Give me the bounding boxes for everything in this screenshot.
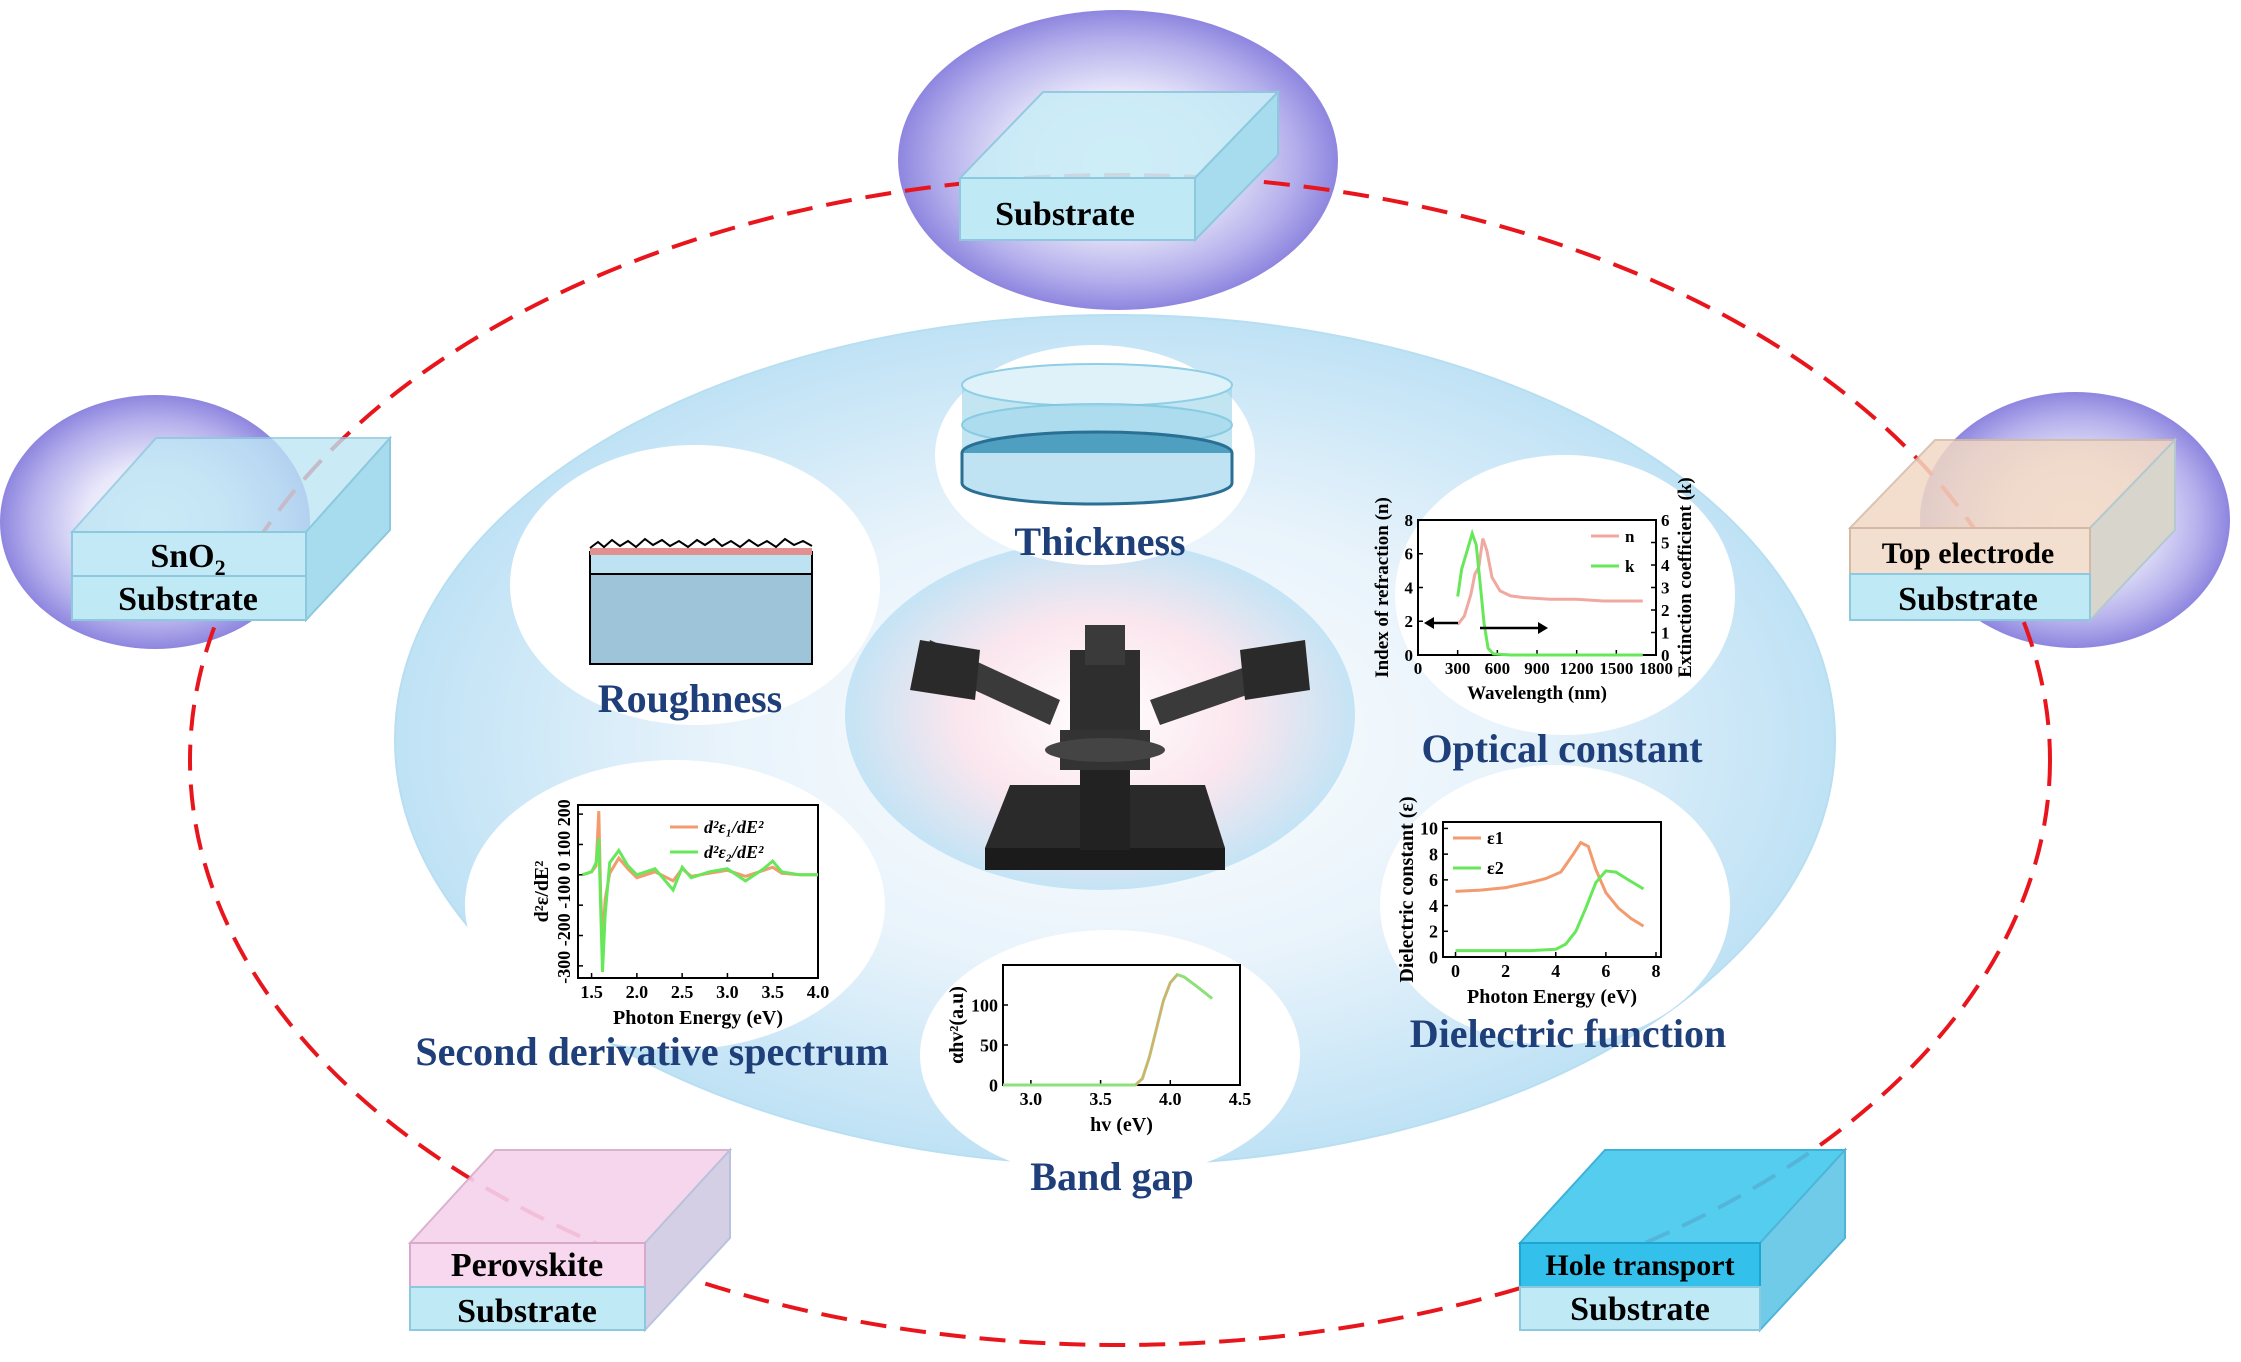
optical-series-line — [1456, 538, 1643, 626]
optical-x-tick-label: 600 — [1485, 659, 1511, 678]
optical-x-tick-label: 1200 — [1560, 659, 1594, 678]
bottom-right-hole-transport-stack: Hole transport Substrate — [1517, 1147, 1848, 1333]
second-derivative-chart: 1.5 2.0 2.5 3.0 3.5 4.0 -300 -200 -100 0 100 2… — [531, 799, 829, 1029]
second-x-tick-label: 4.0 — [807, 982, 830, 1002]
optical-legend-label: n — [1625, 527, 1635, 546]
dielectric-x-tick-label: 6 — [1601, 961, 1610, 981]
optical-x-label: Wavelength (nm) — [1467, 683, 1607, 704]
second-y-label: d²ε/dE² — [531, 861, 553, 923]
optical-y2-tick-label: 4 — [1661, 556, 1670, 575]
optical-y2-tick-label: 6 — [1661, 511, 1670, 530]
second-legend-label: d²ε₁/dE² — [704, 817, 764, 837]
dielectric-x-tick-label: 4 — [1551, 961, 1560, 981]
right-substrate-label: Substrate — [1898, 581, 2038, 618]
optical-y2-label: Extinction coefficient (k) — [1675, 477, 1696, 678]
band-gap-chart: 3.0 3.5 4.0 4.5 0 50 100 hv (eV) αhv²(a.u) — [946, 964, 1252, 1136]
ellipsometer-icon — [910, 625, 1310, 870]
roughness-block-icon — [589, 537, 813, 665]
left-substrate-label: Substrate — [118, 581, 258, 618]
second-x-label: Photon Energy (eV) — [613, 1007, 783, 1029]
bandgap-y-tick-label: 50 — [980, 1035, 998, 1055]
optical-x-tick-label: 1500 — [1599, 659, 1633, 678]
bandgap-y-label: αhv²(a.u) — [946, 986, 968, 1064]
optical-caption: Optical constant — [1421, 726, 1703, 771]
optical-y-tick-label: 0 — [1405, 646, 1414, 665]
second-derivative-caption: Second derivative spectrum — [415, 1029, 888, 1074]
thickness-caption: Thickness — [1014, 519, 1185, 564]
right-top-electrode-stack: Top electrode Substrate — [1847, 437, 2178, 623]
bottom-left-substrate-label: Substrate — [457, 1293, 597, 1330]
optical-right-arrowhead — [1538, 622, 1548, 634]
bandgap-y-tick-label: 0 — [989, 1075, 998, 1095]
bandgap-series-overlay — [1134, 973, 1179, 1086]
second-x-tick-label: 3.0 — [716, 982, 739, 1002]
optical-y-tick-label: 4 — [1405, 578, 1414, 597]
top-substrate-stack: Substrate — [957, 89, 1281, 243]
optical-y2-tick-label: 2 — [1661, 601, 1670, 620]
second-x-tick-label: 2.5 — [671, 982, 694, 1002]
optical-y-tick-label: 6 — [1405, 545, 1414, 564]
dielectric-y-tick-label: 4 — [1429, 896, 1438, 916]
bandgap-x-tick-label: 3.0 — [1020, 1089, 1043, 1109]
optical-x-tick-label: 0 — [1414, 659, 1423, 678]
dielectric-legend-label: ε1 — [1487, 828, 1504, 848]
dielectric-x-tick-label: 2 — [1501, 961, 1510, 981]
second-y-tick-label: -300 -200 -100 0 100 200 — [554, 799, 574, 983]
second-x-tick-label: 3.5 — [761, 982, 784, 1002]
bandgap-x-label: hv (eV) — [1090, 1114, 1153, 1136]
dielectric-legend-label: ε2 — [1487, 858, 1504, 878]
dielectric-x-tick-label: 0 — [1451, 961, 1460, 981]
bandgap-x-tick-label: 4.0 — [1159, 1089, 1182, 1109]
bandgap-bubble — [920, 930, 1300, 1180]
optical-y-tick-label: 2 — [1405, 612, 1414, 631]
top-electrode-label: Top electrode — [1882, 537, 2055, 570]
left-sno2-stack: SnO2 Substrate — [69, 435, 393, 623]
optical-y2-tick-label: 5 — [1661, 533, 1670, 552]
sno2-label: SnO2 — [150, 538, 225, 580]
perovskite-label: Perovskite — [451, 1247, 603, 1284]
top-substrate-label: Substrate — [995, 196, 1135, 233]
optical-legend-label: k — [1625, 557, 1635, 576]
optical-y2-tick-label: 1 — [1661, 623, 1670, 642]
band-gap-caption: Band gap — [1030, 1154, 1193, 1199]
dielectric-y-tick-label: 2 — [1429, 922, 1438, 942]
second-series-line — [582, 838, 818, 972]
optical-x-tick-label: 1800 — [1639, 659, 1673, 678]
thickness-cylinder-icon — [960, 363, 1234, 506]
second-legend-label: d²ε₂/dE² — [704, 842, 764, 862]
dielectric-y-tick-label: 6 — [1429, 870, 1438, 890]
optical-y-label: Index of refraction (n) — [1372, 497, 1393, 678]
bottom-right-substrate-label: Substrate — [1570, 1291, 1710, 1328]
optical-y2-tick-label: 0 — [1661, 646, 1670, 665]
optical-series-line — [1456, 528, 1643, 657]
bandgap-x-tick-label: 4.5 — [1229, 1089, 1252, 1109]
second-x-tick-label: 1.5 — [580, 982, 603, 1002]
dielectric-x-label: Photon Energy (eV) — [1467, 986, 1637, 1008]
dielectric-bubble — [1380, 765, 1730, 1045]
dielectric-y-tick-label: 8 — [1429, 844, 1438, 864]
hole-transport-label: Hole transport — [1545, 1249, 1734, 1282]
dielectric-series-line — [1455, 869, 1645, 953]
optical-y-tick-label: 8 — [1405, 511, 1414, 530]
dielectric-y-tick-label: 0 — [1429, 947, 1438, 967]
dielectric-y-tick-label: 10 — [1420, 819, 1438, 839]
optical-x-tick-label: 300 — [1445, 659, 1471, 678]
optical-x-tick-label: 900 — [1524, 659, 1550, 678]
optical-y2-tick-label: 3 — [1661, 578, 1670, 597]
roughness-caption: Roughness — [598, 676, 783, 721]
optical-left-arrowhead — [1424, 617, 1434, 629]
bandgap-x-tick-label: 3.5 — [1089, 1089, 1112, 1109]
bandgap-y-tick-label: 100 — [971, 995, 998, 1015]
second-x-tick-label: 2.0 — [626, 982, 649, 1002]
dielectric-series-line — [1455, 840, 1645, 928]
optical-bubble — [1395, 455, 1735, 735]
dielectric-caption: Dielectric function — [1410, 1011, 1727, 1056]
dielectric-x-tick-label: 8 — [1651, 961, 1660, 981]
bottom-left-perovskite-stack: Perovskite Substrate — [407, 1147, 733, 1333]
dielectric-y-label: Dielectric constant (ε) — [1396, 796, 1418, 982]
